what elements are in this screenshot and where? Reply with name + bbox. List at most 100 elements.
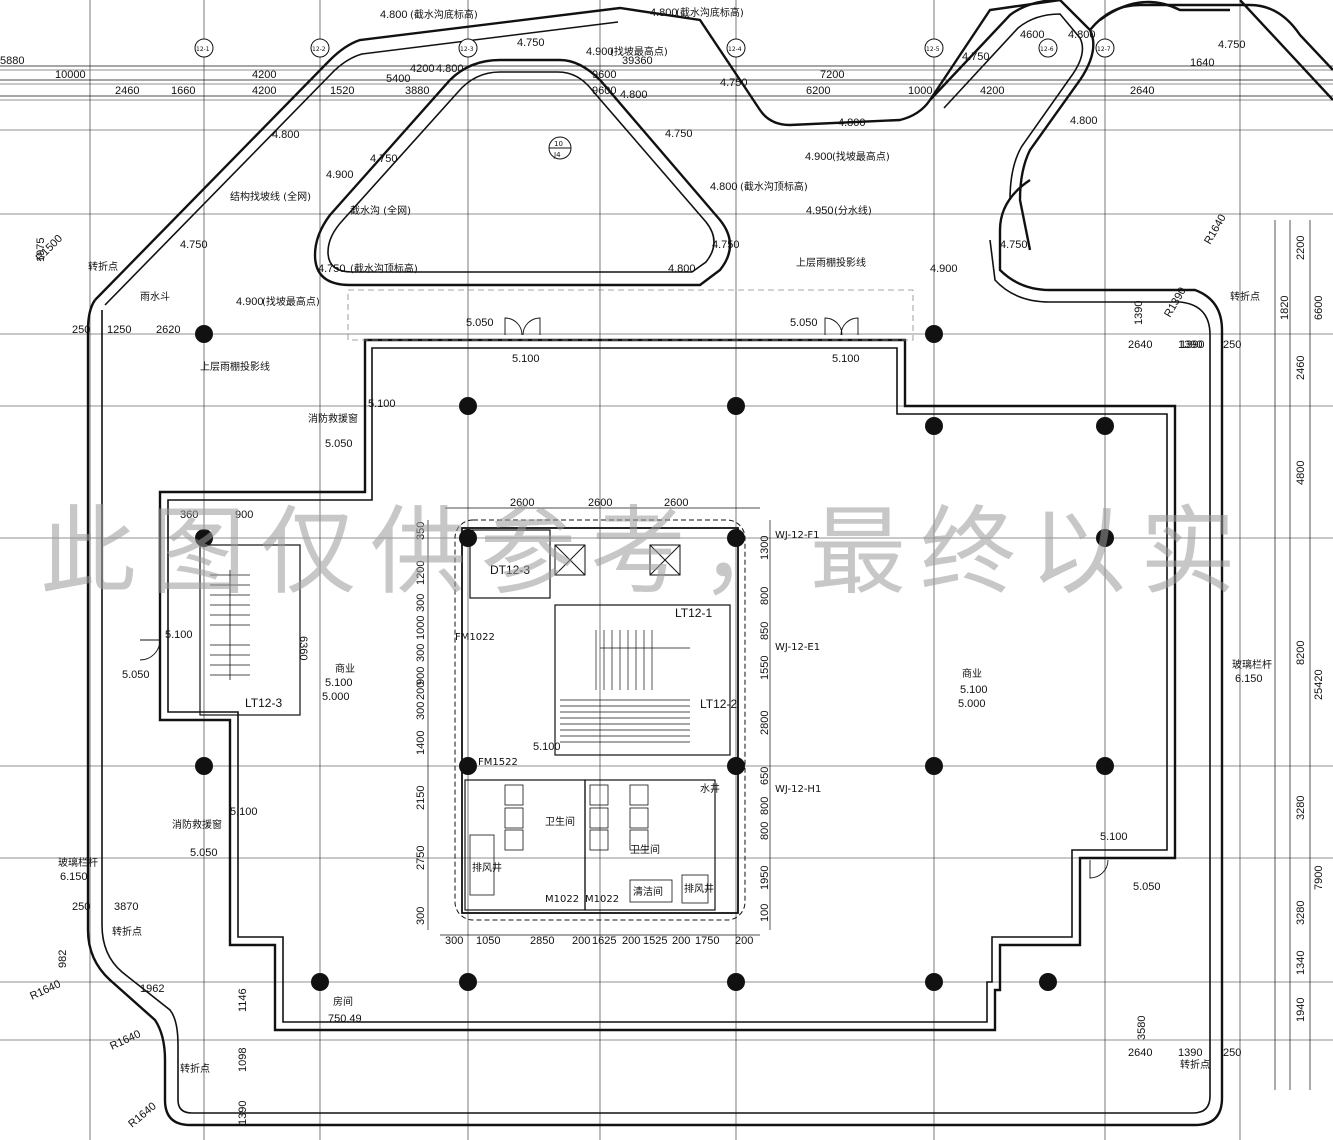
- glass-rail-label-1: 玻璃栏杆: [1232, 658, 1272, 671]
- svg-text:1400: 1400: [415, 731, 427, 755]
- svg-text:250: 250: [1223, 339, 1241, 351]
- svg-text:J4: J4: [553, 151, 561, 159]
- svg-text:1390: 1390: [1133, 301, 1145, 325]
- svg-text:4.750: 4.750: [1218, 39, 1246, 51]
- triangle-lightwell: [313, 58, 732, 287]
- svg-text:2460: 2460: [115, 85, 139, 97]
- svg-text:4.950: 4.950: [806, 205, 834, 217]
- fire-window-label-1: 消防救援窗: [308, 412, 358, 425]
- svg-text:4.750: 4.750: [517, 37, 545, 49]
- building-core: DT12-3 LT12-1 LT12-2 卫生间 卫生间 排: [454, 519, 821, 921]
- fan-room-label-1: 排风井: [472, 861, 502, 874]
- svg-text:12-7: 12-7: [1097, 46, 1111, 53]
- svg-text:100: 100: [759, 904, 771, 922]
- svg-text:5.050: 5.050: [466, 317, 494, 329]
- svg-text:2800: 2800: [759, 711, 771, 735]
- svg-text:5.100: 5.100: [832, 353, 860, 365]
- svg-text:4.800: 4.800: [620, 89, 648, 101]
- svg-text:4.800: 4.800: [1068, 29, 1096, 41]
- svg-text:6.150: 6.150: [60, 871, 88, 883]
- svg-text:1975: 1975: [35, 238, 47, 262]
- svg-text:1525: 1525: [643, 935, 667, 947]
- drain-note-4: (截水沟顶标高): [350, 262, 418, 275]
- drain-label: 截水沟 (全网): [350, 204, 411, 217]
- svg-text:4.900: 4.900: [326, 169, 354, 181]
- slope-note-2: (找坡最高点): [832, 150, 890, 163]
- svg-text:5.050: 5.050: [190, 847, 218, 859]
- structural-column: [925, 973, 943, 991]
- svg-text:1000: 1000: [908, 85, 932, 97]
- svg-text:4.800: 4.800: [650, 7, 678, 19]
- svg-text:1146: 1146: [237, 988, 249, 1012]
- svg-text:9600: 9600: [592, 69, 616, 81]
- svg-text:2600: 2600: [510, 497, 534, 509]
- svg-text:5880: 5880: [0, 55, 24, 67]
- svg-text:9600: 9600: [592, 85, 616, 97]
- svg-text:5.100: 5.100: [960, 684, 988, 696]
- svg-text:R1640: R1640: [108, 1028, 142, 1053]
- svg-text:250: 250: [72, 324, 90, 336]
- svg-text:4.900: 4.900: [236, 296, 264, 308]
- svg-text:5.050: 5.050: [790, 317, 818, 329]
- svg-text:10000: 10000: [55, 69, 86, 81]
- structural-column: [311, 973, 329, 991]
- axis-bubble: 12-2: [310, 38, 330, 58]
- doors: [139, 317, 1109, 879]
- svg-text:4.900: 4.900: [586, 46, 614, 58]
- turn-point-label-1: 转折点: [88, 260, 118, 273]
- svg-text:6600: 6600: [1313, 296, 1325, 320]
- svg-text:850: 850: [759, 622, 771, 640]
- structural-column: [727, 973, 745, 991]
- shop-right-label: 商业: [962, 667, 982, 680]
- svg-text:982: 982: [57, 950, 69, 968]
- shaft-tag-h1: WJ-12-H1: [775, 784, 821, 795]
- svg-text:4.800: 4.800: [710, 181, 738, 193]
- svg-text:4200: 4200: [980, 85, 1004, 97]
- turn-point-label-5: 转折点: [1180, 1058, 1210, 1071]
- svg-text:1000: 1000: [415, 616, 427, 640]
- svg-text:800: 800: [759, 587, 771, 605]
- svg-text:4800: 4800: [1295, 461, 1307, 485]
- svg-text:10: 10: [554, 140, 563, 148]
- svg-text:1750: 1750: [695, 935, 719, 947]
- roof-drain-label: 雨水斗: [140, 291, 170, 303]
- svg-text:1098: 1098: [237, 1048, 249, 1072]
- svg-text:3280: 3280: [1295, 796, 1307, 820]
- top-dimensions: 5880 10000 4200 4200 9600 7200 1640 2460…: [0, 29, 1214, 97]
- svg-text:3280: 3280: [1295, 901, 1307, 925]
- door-tag-m2: M1022: [585, 894, 619, 905]
- watermark-text: 此图仅供参考，最终以实: [40, 496, 1250, 608]
- divide-note: (分水线): [834, 204, 872, 217]
- svg-text:3880: 3880: [405, 85, 429, 97]
- structural-column: [459, 973, 477, 991]
- svg-text:5.000: 5.000: [322, 691, 350, 703]
- axis-bubbles: 12-1 12-2 12-3 12-4 12-5 12-6 12-7 10 J4: [194, 38, 1115, 160]
- svg-text:4.800: 4.800: [838, 117, 866, 129]
- drain-note-2: (截水沟底标高): [676, 6, 744, 19]
- bottom-right-dimensions: 2640 1390 250 3580 2640 1390 250: [1128, 339, 1241, 1059]
- svg-text:2600: 2600: [664, 497, 688, 509]
- svg-text:4.750: 4.750: [370, 153, 398, 165]
- structural-column: [1039, 973, 1057, 991]
- svg-text:7200: 7200: [820, 69, 844, 81]
- toilet-label-men: 卫生间: [545, 815, 575, 828]
- axis-bubble: 12-5: [924, 38, 944, 58]
- svg-text:6.150: 6.150: [1235, 673, 1263, 685]
- glass-rail-label-2: 玻璃栏杆: [58, 856, 98, 869]
- svg-text:1550: 1550: [759, 656, 771, 680]
- slope-note-3: (找坡最高点): [262, 295, 320, 308]
- svg-text:3580: 3580: [1136, 1016, 1148, 1040]
- right-top-lobe: [929, 0, 1333, 251]
- turn-point-label-2: 转折点: [1230, 290, 1260, 303]
- svg-text:1950: 1950: [759, 866, 771, 890]
- svg-text:2640: 2640: [1130, 85, 1154, 97]
- svg-text:4.900: 4.900: [930, 263, 958, 275]
- svg-text:2620: 2620: [156, 324, 180, 336]
- shop-left-label: 商业: [335, 662, 355, 675]
- svg-text:12-2: 12-2: [312, 46, 326, 53]
- svg-text:4.900: 4.900: [805, 151, 833, 163]
- door-tag-m1: M1022: [545, 894, 579, 905]
- svg-text:4.800: 4.800: [668, 263, 696, 275]
- svg-text:1820: 1820: [1279, 296, 1291, 320]
